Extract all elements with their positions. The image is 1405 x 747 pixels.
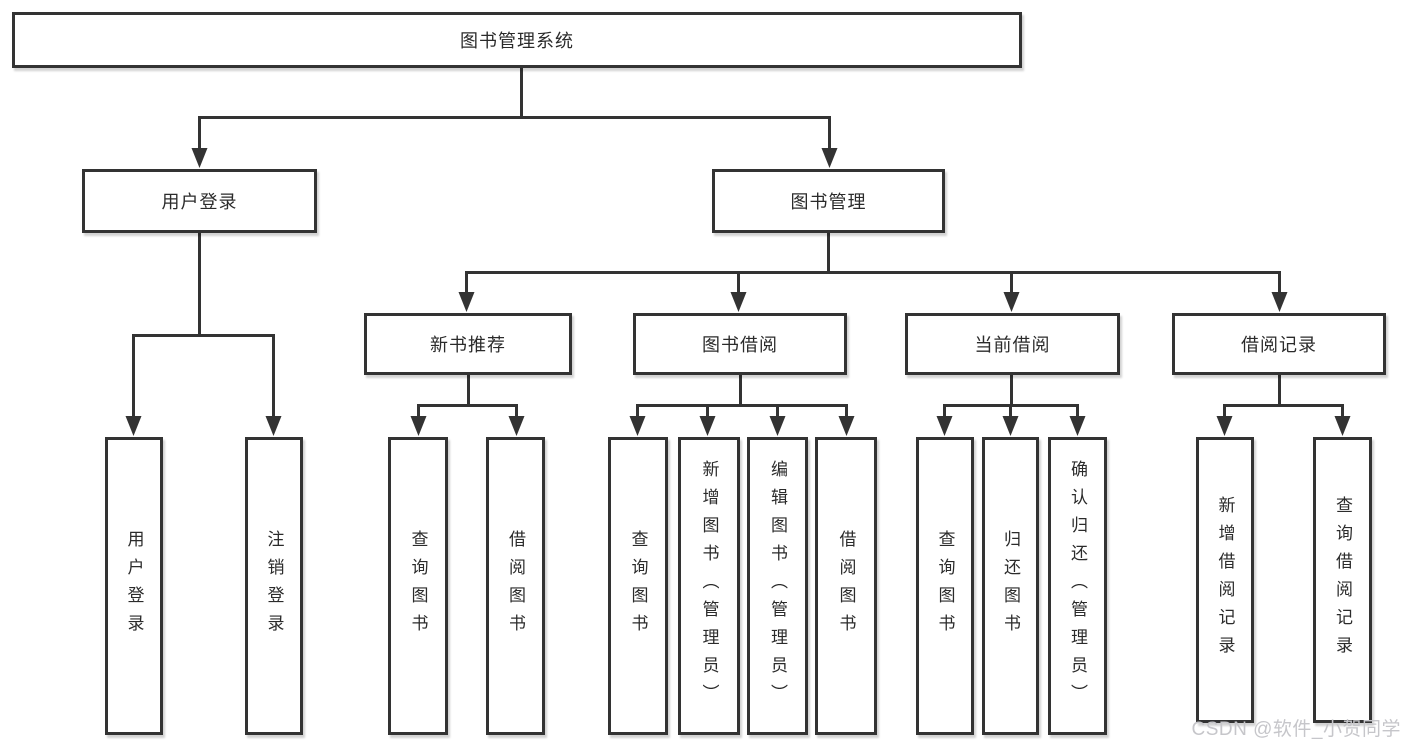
leaf-borrow-edit-books-admin: 编辑图书（管理员）: [747, 437, 808, 735]
leaf-current-confirm-return-admin: 确认归还（管理员）: [1048, 437, 1107, 735]
node-label: 图书管理系统: [460, 31, 574, 51]
connector-line: [417, 375, 518, 417]
leaf-records-query-record: 查询借阅记录: [1313, 437, 1372, 723]
node-label: 用户登录: [161, 192, 238, 212]
connector-current-borrowing: [936, 375, 1086, 436]
connector-user-login: [125, 233, 282, 436]
node-label: 查询图书: [628, 530, 648, 642]
connector-new-book-recommend: [410, 375, 525, 436]
connector-line: [465, 233, 1281, 293]
node-label: 用户登录: [124, 530, 144, 642]
node-label: 图书借阅: [702, 335, 778, 355]
leaf-logout: 注销登录: [245, 437, 303, 735]
watermark: CSDN @软件_小贺同学: [1191, 719, 1401, 740]
node-label: 新书推荐: [430, 335, 506, 355]
node-label: 查询借阅记录: [1333, 496, 1352, 664]
arrowheads: [458, 292, 1288, 312]
node-label: 借阅图书: [836, 530, 856, 642]
node-label: 新增图书（管理员）: [699, 460, 719, 712]
leaf-borrow-query-books: 查询图书: [608, 437, 668, 735]
connector-book-borrowing: [629, 375, 855, 436]
node-label: 借阅图书: [506, 530, 525, 642]
leaf-current-return-books: 归还图书: [982, 437, 1039, 735]
node-root: 图书管理系统: [12, 12, 1022, 68]
arrowheads: [629, 416, 855, 436]
node-current-borrowing: 当前借阅: [905, 313, 1120, 375]
node-label: 借阅记录: [1241, 335, 1317, 355]
arrowheads: [1216, 416, 1351, 436]
connector-borrowing-records: [1216, 375, 1351, 436]
arrowheads: [410, 416, 525, 436]
leaf-newbook-borrow-books: 借阅图书: [486, 437, 545, 735]
node-label: 查询图书: [408, 530, 428, 642]
leaf-current-query-books: 查询图书: [916, 437, 974, 735]
node-label: 归还图书: [1001, 530, 1020, 642]
node-user-login: 用户登录: [82, 169, 317, 233]
leaf-user-login: 用户登录: [105, 437, 163, 735]
node-label: 编辑图书（管理员）: [768, 460, 787, 712]
connector-line: [132, 233, 275, 417]
leaf-borrow-add-books-admin: 新增图书（管理员）: [678, 437, 740, 735]
leaf-borrow-borrow-books: 借阅图书: [815, 437, 877, 735]
connector-line: [1223, 375, 1344, 417]
arrowheads: [936, 416, 1086, 436]
connector-root: [191, 68, 838, 168]
node-label: 确认归还（管理员）: [1068, 460, 1087, 712]
connector-book-management: [458, 233, 1288, 312]
node-borrowing-records: 借阅记录: [1172, 313, 1386, 375]
connector-line: [636, 375, 848, 417]
node-book-management: 图书管理: [712, 169, 945, 233]
node-book-borrowing: 图书借阅: [633, 313, 847, 375]
node-label: 注销登录: [264, 530, 284, 642]
node-label: 当前借阅: [974, 335, 1051, 355]
node-label: 图书管理: [790, 192, 867, 212]
node-label: 新增借阅记录: [1215, 496, 1235, 664]
leaf-records-add-record: 新增借阅记录: [1196, 437, 1254, 723]
node-label: 查询图书: [935, 530, 955, 642]
arrowheads: [125, 416, 282, 436]
connector-line: [198, 68, 831, 149]
node-new-book-recommend: 新书推荐: [364, 313, 572, 375]
connector-line: [943, 375, 1079, 417]
leaf-newbook-query-books: 查询图书: [388, 437, 448, 735]
arrowheads: [191, 148, 838, 168]
